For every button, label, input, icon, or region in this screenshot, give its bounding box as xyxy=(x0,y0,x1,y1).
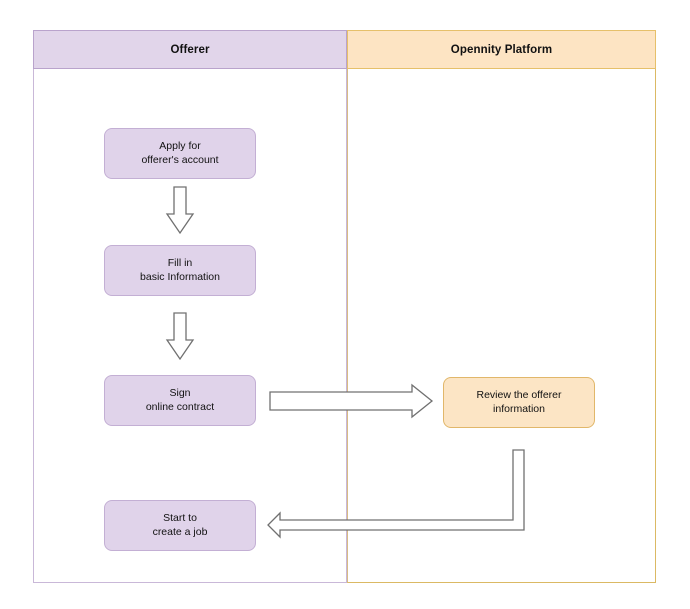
node-sign-line-1: Sign xyxy=(169,387,191,399)
node-review-the-offerer-information[interactable]: Review the offerer information xyxy=(443,377,595,428)
node-apply-for-offerers-account[interactable]: Apply for offerer's account xyxy=(104,128,256,179)
lane-header-offerer-label: Offerer xyxy=(170,43,210,56)
node-start-job-line-2: create a job xyxy=(152,525,208,538)
lane-header-opennity-platform-label: Opennity Platform xyxy=(450,43,553,56)
node-fill-in-basic-information[interactable]: Fill in basic Information xyxy=(104,245,256,296)
lane-header-offerer: Offerer xyxy=(33,30,347,69)
lane-header-opennity-platform: Opennity Platform xyxy=(347,30,656,69)
lane-body-opennity-platform xyxy=(347,69,656,583)
node-apply-line-1: Apply for xyxy=(159,140,201,152)
node-start-job-line-1: Start to xyxy=(163,512,197,524)
node-review-line-1: Review the offerer xyxy=(476,389,562,401)
node-apply-line-2: offerer's account xyxy=(141,153,219,166)
node-review-line-2: information xyxy=(493,402,545,415)
node-sign-line-2: online contract xyxy=(145,400,215,413)
node-start-to-create-a-job[interactable]: Start to create a job xyxy=(104,500,256,551)
node-fill-in-line-1: Fill in xyxy=(167,257,193,269)
node-sign-online-contract[interactable]: Sign online contract xyxy=(104,375,256,426)
node-fill-in-line-2: basic Information xyxy=(140,270,220,283)
